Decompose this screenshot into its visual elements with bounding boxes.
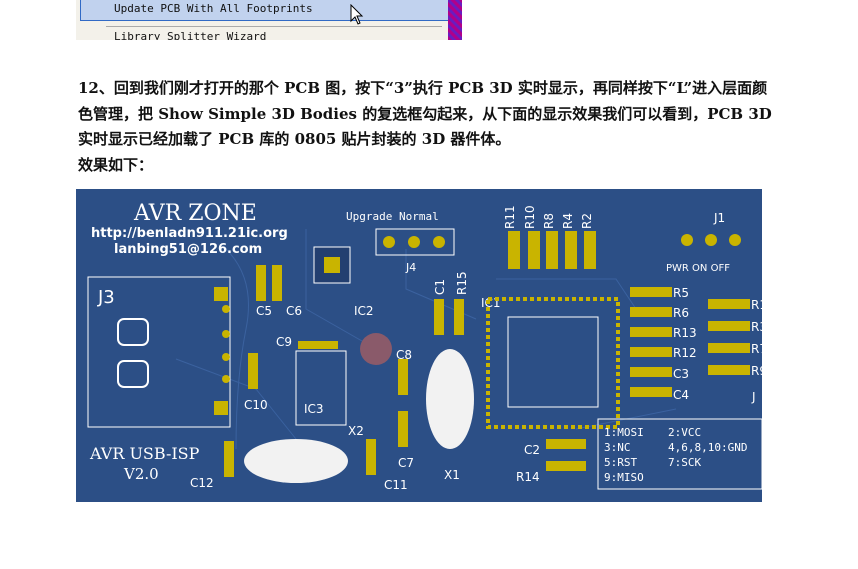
menu-item-library-splitter: Library Splitter Wizard bbox=[114, 30, 267, 40]
decorative-stripe bbox=[448, 0, 462, 40]
svg-text:R2: R2 bbox=[580, 213, 594, 229]
x2-crystal bbox=[244, 439, 348, 483]
svg-text:C1: C1 bbox=[433, 279, 447, 295]
svg-text:X1: X1 bbox=[444, 468, 460, 482]
svg-text:R1: R1 bbox=[751, 298, 762, 312]
svg-text:7:SCK: 7:SCK bbox=[668, 456, 701, 469]
svg-text:C4: C4 bbox=[673, 388, 689, 402]
svg-text:4,6,8,10:GND: 4,6,8,10:GND bbox=[668, 441, 747, 454]
paragraph-step-12: 12、回到我们刚才打开的那个 PCB 图，按下“3”执行 PCB 3D 实时显示… bbox=[78, 79, 772, 148]
svg-text:R4: R4 bbox=[561, 213, 575, 229]
svg-text:1:MOSI: 1:MOSI bbox=[604, 426, 644, 439]
svg-text:R10: R10 bbox=[523, 205, 537, 229]
menu-separator bbox=[106, 26, 442, 27]
menu-screenshot: Update PCB With All Footprints Library S… bbox=[76, 0, 462, 40]
svg-text:C9: C9 bbox=[276, 335, 292, 349]
board-version: V2.0 bbox=[123, 465, 159, 483]
svg-text:C10: C10 bbox=[244, 398, 268, 412]
pcb-title: AVR ZONE bbox=[133, 201, 257, 226]
svg-text:R6: R6 bbox=[673, 306, 689, 320]
svg-text:C2: C2 bbox=[524, 443, 540, 457]
svg-text:R14: R14 bbox=[516, 470, 540, 484]
svg-text:X2: X2 bbox=[348, 424, 364, 438]
svg-text:R5: R5 bbox=[673, 286, 689, 300]
svg-text:5:RST: 5:RST bbox=[604, 456, 637, 469]
pcb-email: lanbing51@126.com bbox=[114, 242, 262, 257]
ref-j3: J3 bbox=[97, 287, 115, 308]
svg-text:R12: R12 bbox=[673, 346, 697, 360]
svg-text:C8: C8 bbox=[396, 348, 412, 362]
pinout-box bbox=[597, 418, 762, 490]
switch-labels: Upgrade Normal bbox=[346, 210, 439, 223]
svg-text:R9: R9 bbox=[751, 364, 762, 378]
paragraph-result: 效果如下： bbox=[78, 155, 154, 174]
svg-text:C11: C11 bbox=[384, 478, 408, 492]
x1-crystal bbox=[426, 349, 474, 449]
svg-text:C5: C5 bbox=[256, 304, 272, 318]
svg-text:9:MISO: 9:MISO bbox=[604, 471, 644, 484]
resistor-pads bbox=[224, 231, 750, 477]
ic3-outline bbox=[295, 350, 347, 426]
svg-text:IC3: IC3 bbox=[304, 402, 324, 416]
pcb-3d-image: AVR ZONE http://benladn911.21ic.org lanb… bbox=[76, 189, 762, 502]
svg-text:R11: R11 bbox=[503, 205, 517, 229]
svg-text:C7: C7 bbox=[398, 456, 414, 470]
svg-text:3:NC: 3:NC bbox=[604, 441, 631, 454]
svg-text:IC2: IC2 bbox=[354, 304, 374, 318]
pcb-url: http://benladn911.21ic.org bbox=[91, 226, 288, 241]
ic1-outline bbox=[507, 316, 599, 408]
svg-text:C6: C6 bbox=[286, 304, 302, 318]
svg-text:R15: R15 bbox=[455, 271, 469, 295]
svg-text:J: J bbox=[751, 390, 756, 404]
svg-text:R3: R3 bbox=[751, 320, 762, 334]
svg-text:R8: R8 bbox=[542, 213, 556, 229]
j3-outline bbox=[87, 276, 231, 428]
menu-item-update-pcb: Update PCB With All Footprints bbox=[114, 2, 313, 15]
board-name: AVR USB-ISP bbox=[89, 444, 200, 463]
ref-j4: J4 bbox=[405, 261, 416, 274]
svg-text:R7: R7 bbox=[751, 342, 762, 356]
via-highlight bbox=[360, 333, 392, 365]
cursor-arrow-icon bbox=[350, 4, 364, 25]
svg-text:2:VCC: 2:VCC bbox=[668, 426, 701, 439]
svg-text:C12: C12 bbox=[190, 476, 214, 490]
article-text: 12、回到我们刚才打开的那个 PCB 图，按下“3”执行 PCB 3D 实时显示… bbox=[78, 76, 778, 178]
svg-text:J1: J1 bbox=[713, 211, 725, 225]
svg-text:C3: C3 bbox=[673, 367, 689, 381]
svg-text:R13: R13 bbox=[673, 326, 697, 340]
svg-text:PWR ON OFF: PWR ON OFF bbox=[666, 263, 730, 274]
